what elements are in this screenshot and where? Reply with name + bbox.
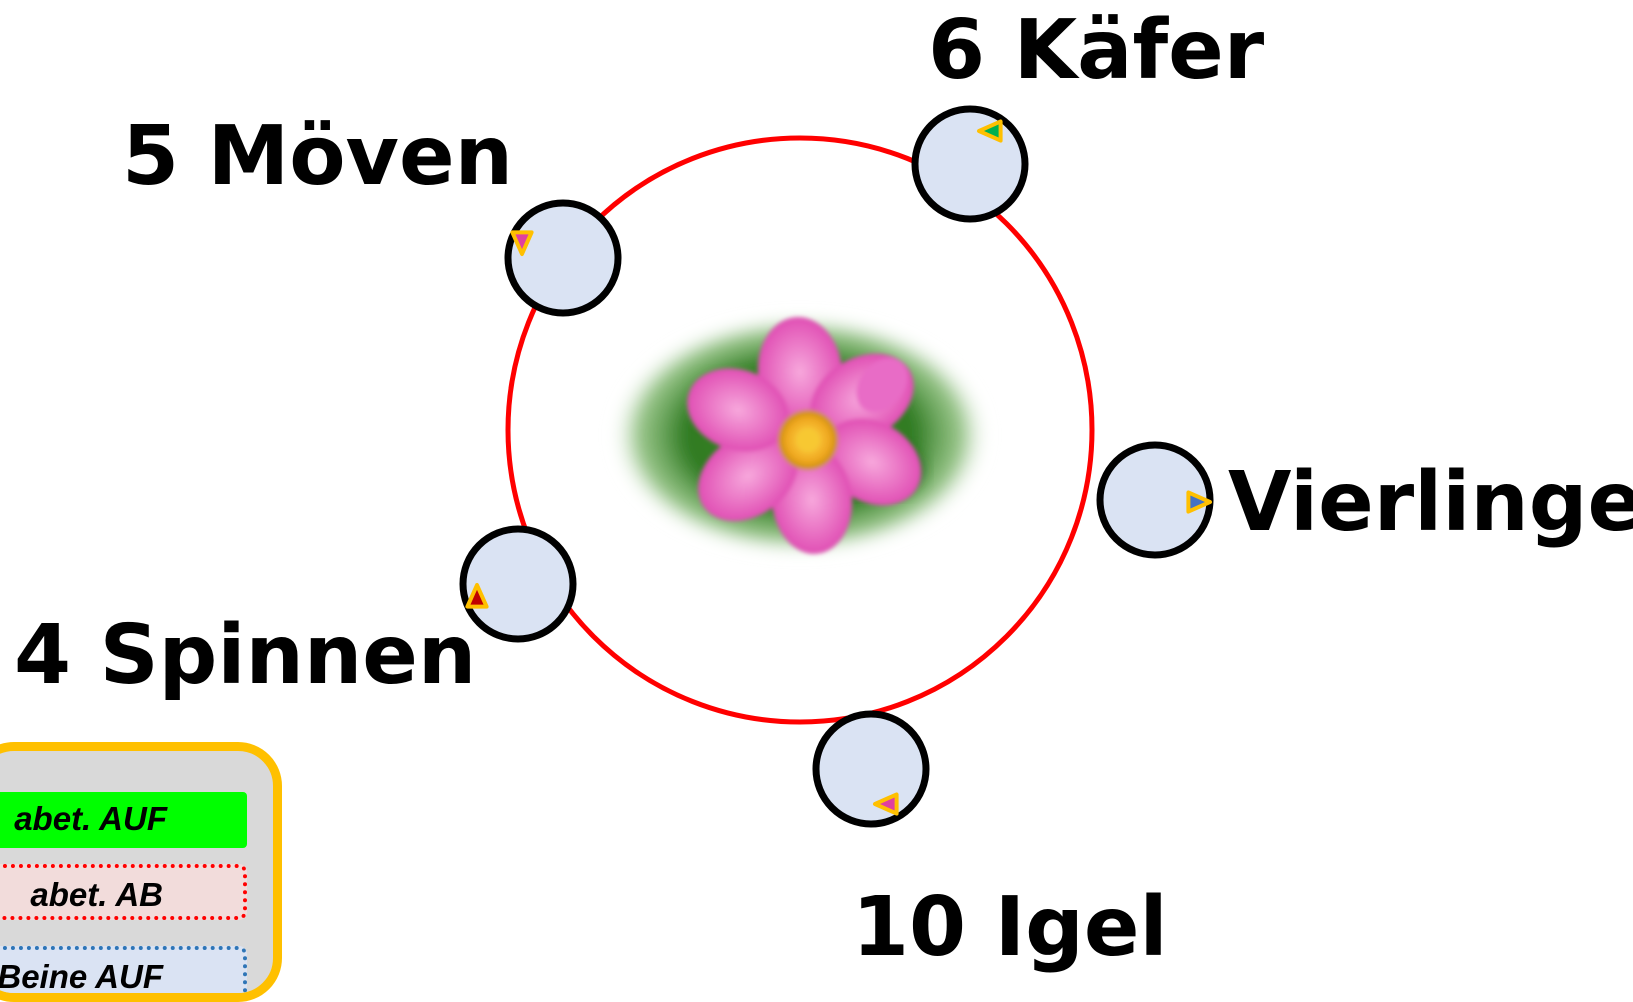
label-spinnen: 4 Spinnen — [14, 608, 477, 703]
triangle-marker-icon — [465, 583, 489, 609]
label-kaefer: 6 Käfer — [928, 3, 1265, 98]
node-spinnen[interactable] — [459, 525, 577, 643]
node-circle[interactable] — [812, 710, 930, 828]
node-vierlinge[interactable] — [1096, 441, 1214, 559]
ring — [505, 135, 1095, 725]
node-circle[interactable] — [459, 525, 577, 643]
node-igel[interactable] — [812, 710, 930, 828]
button-abet-auf[interactable]: abet. AUF — [0, 792, 247, 848]
node-circle[interactable] — [911, 105, 1029, 223]
flower-image — [610, 313, 990, 557]
node-circle[interactable] — [504, 199, 622, 317]
triangle-marker-icon — [873, 792, 899, 816]
button-abet-ab[interactable]: abet. AB — [0, 864, 247, 920]
triangle-marker-icon — [1186, 490, 1212, 514]
label-moeven: 5 Möven — [122, 109, 513, 204]
node-kaefer[interactable] — [911, 105, 1029, 223]
diagram-canvas — [459, 105, 1214, 828]
control-panel: abet. AUF abet. AB Beine AUF — [0, 742, 282, 1002]
label-igel: 10 Igel — [852, 880, 1168, 975]
button-beine-auf[interactable]: Beine AUF — [0, 946, 247, 993]
label-vierlinge: Vierlinge — [1228, 455, 1633, 550]
triangle-marker-icon — [510, 230, 534, 256]
node-moeven[interactable] — [504, 199, 622, 317]
triangle-marker-icon — [977, 119, 1003, 143]
